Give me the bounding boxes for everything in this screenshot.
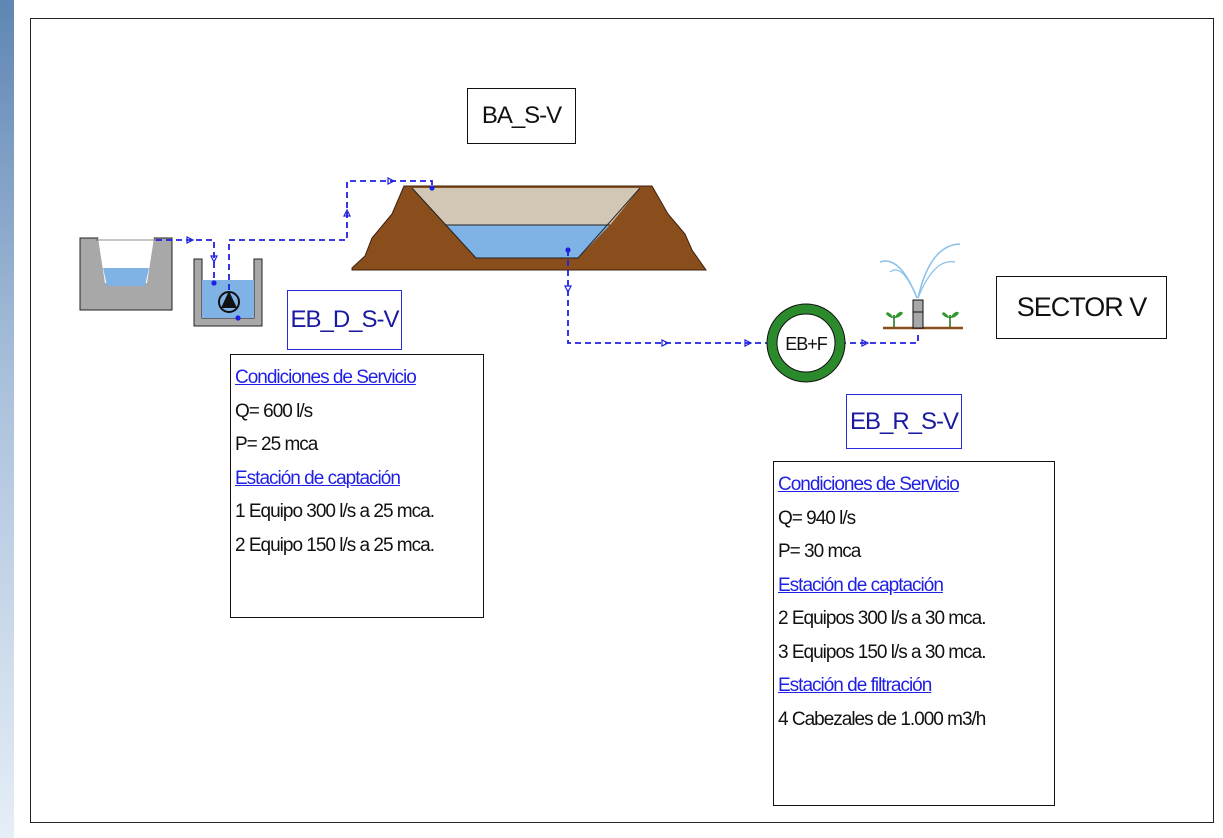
flow-value: Q= 600 l/s bbox=[235, 400, 313, 422]
intake-station-heading: Estación de captación bbox=[235, 467, 401, 489]
equipment-line: 1 Equipo 300 l/s a 25 mca. bbox=[235, 501, 435, 522]
sprinkler-icon bbox=[879, 243, 963, 330]
intake-station-heading: Estación de captación bbox=[778, 574, 944, 596]
intake-tank bbox=[79, 237, 173, 311]
basin-label: BA_S-V bbox=[467, 88, 576, 144]
filter-heads-line: 4 Cabezales de 1.000 m3/h bbox=[778, 708, 986, 730]
reservoir-basin bbox=[351, 185, 707, 271]
station-r-label: EB_R_S-V bbox=[846, 394, 962, 449]
sector-label: SECTOR V bbox=[996, 276, 1167, 339]
equipment-line: 2 Equipos 300 l/s a 30 mca. bbox=[778, 608, 986, 629]
station-d-label: EB_D_S-V bbox=[287, 290, 402, 350]
equipment-line: 3 Equipos 150 l/s a 30 mca. bbox=[778, 641, 986, 663]
right-info-panel: Condiciones de Servicio Q= 940 l/s P= 30… bbox=[773, 461, 1055, 806]
eb-filter-label: EB+F bbox=[785, 334, 828, 354]
side-stripe bbox=[0, 0, 14, 838]
pipe-arrows bbox=[186, 177, 870, 347]
filtration-station-heading: Estación de filtración bbox=[778, 675, 932, 696]
pipeline bbox=[156, 180, 919, 344]
flow-value: Q= 940 l/s bbox=[778, 507, 856, 529]
left-info-panel: Condiciones de Servicio Q= 600 l/s P= 25… bbox=[230, 354, 484, 618]
pump-icon bbox=[218, 291, 240, 313]
pressure-value: P= 25 mca bbox=[235, 434, 318, 455]
service-conditions-heading: Condiciones de Servicio bbox=[235, 367, 417, 388]
eb-filter-ring bbox=[766, 303, 846, 383]
equipment-line: 2 Equipo 150 l/s a 25 mca. bbox=[235, 534, 435, 556]
pressure-value: P= 30 mca bbox=[778, 541, 861, 562]
service-conditions-heading: Condiciones de Servicio bbox=[778, 474, 960, 495]
